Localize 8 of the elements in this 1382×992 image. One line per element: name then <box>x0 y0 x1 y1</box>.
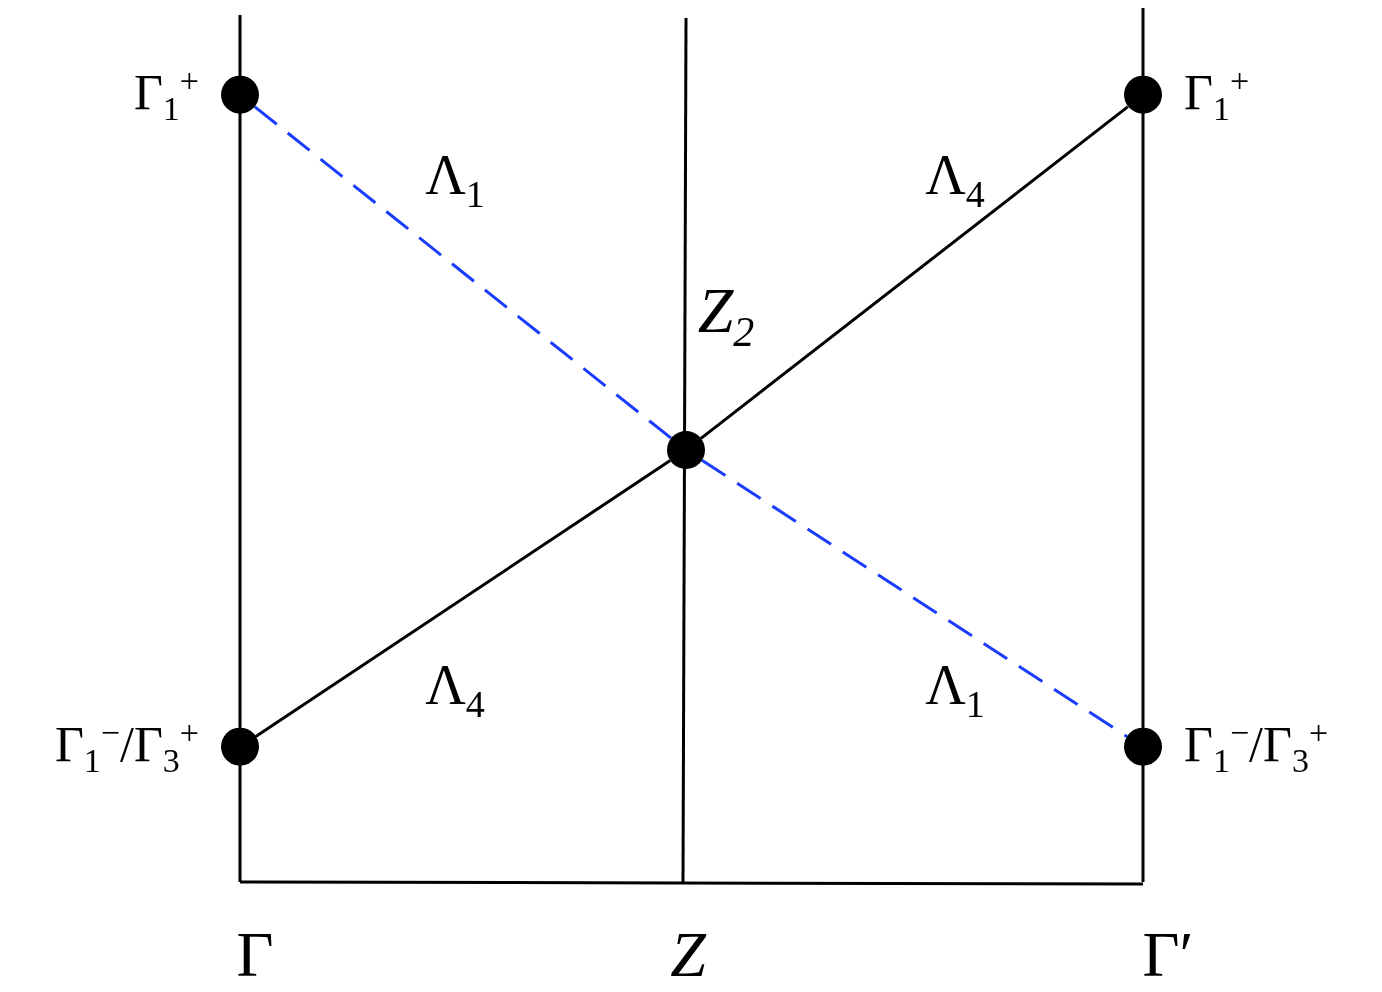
connector-line <box>254 459 672 738</box>
dashed-line <box>701 459 1128 738</box>
axis-label: Γ <box>236 923 274 987</box>
axis-label: Γ′ <box>1142 923 1194 987</box>
axis-label: Z$_{2}$ <box>697 279 755 353</box>
connector-line <box>700 105 1129 440</box>
dashed-line <box>253 105 673 440</box>
axis-label: Z <box>670 923 706 987</box>
